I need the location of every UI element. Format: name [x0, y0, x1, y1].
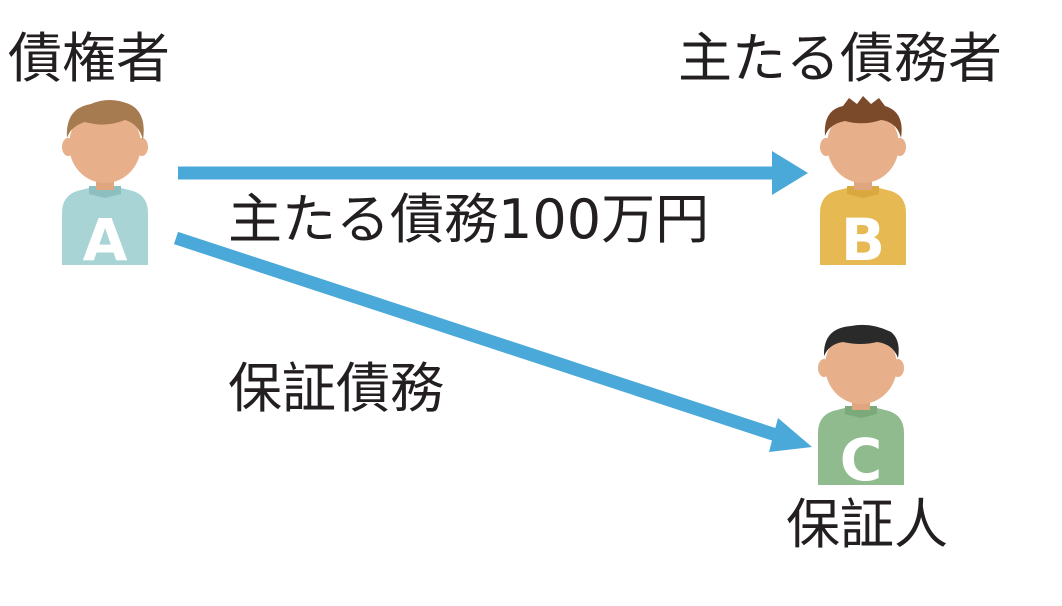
person-b: B	[820, 96, 906, 274]
person-c: C	[818, 324, 904, 494]
guarantor-label: 保証人	[786, 493, 948, 556]
guarantee-debt-label: 保証債務	[228, 357, 444, 420]
person-c-letter: C	[840, 426, 883, 494]
creditor-label: 債権者	[8, 27, 170, 90]
person-a-letter: A	[83, 206, 128, 274]
person-b-letter: B	[841, 206, 885, 274]
arrow-a-to-b	[178, 151, 808, 195]
main-debtor-label: 主たる債務者	[678, 27, 1002, 90]
main-debt-label: 主たる債務100万円	[228, 188, 710, 251]
arrow-a-to-c	[173, 231, 812, 452]
person-a: A	[62, 100, 148, 274]
